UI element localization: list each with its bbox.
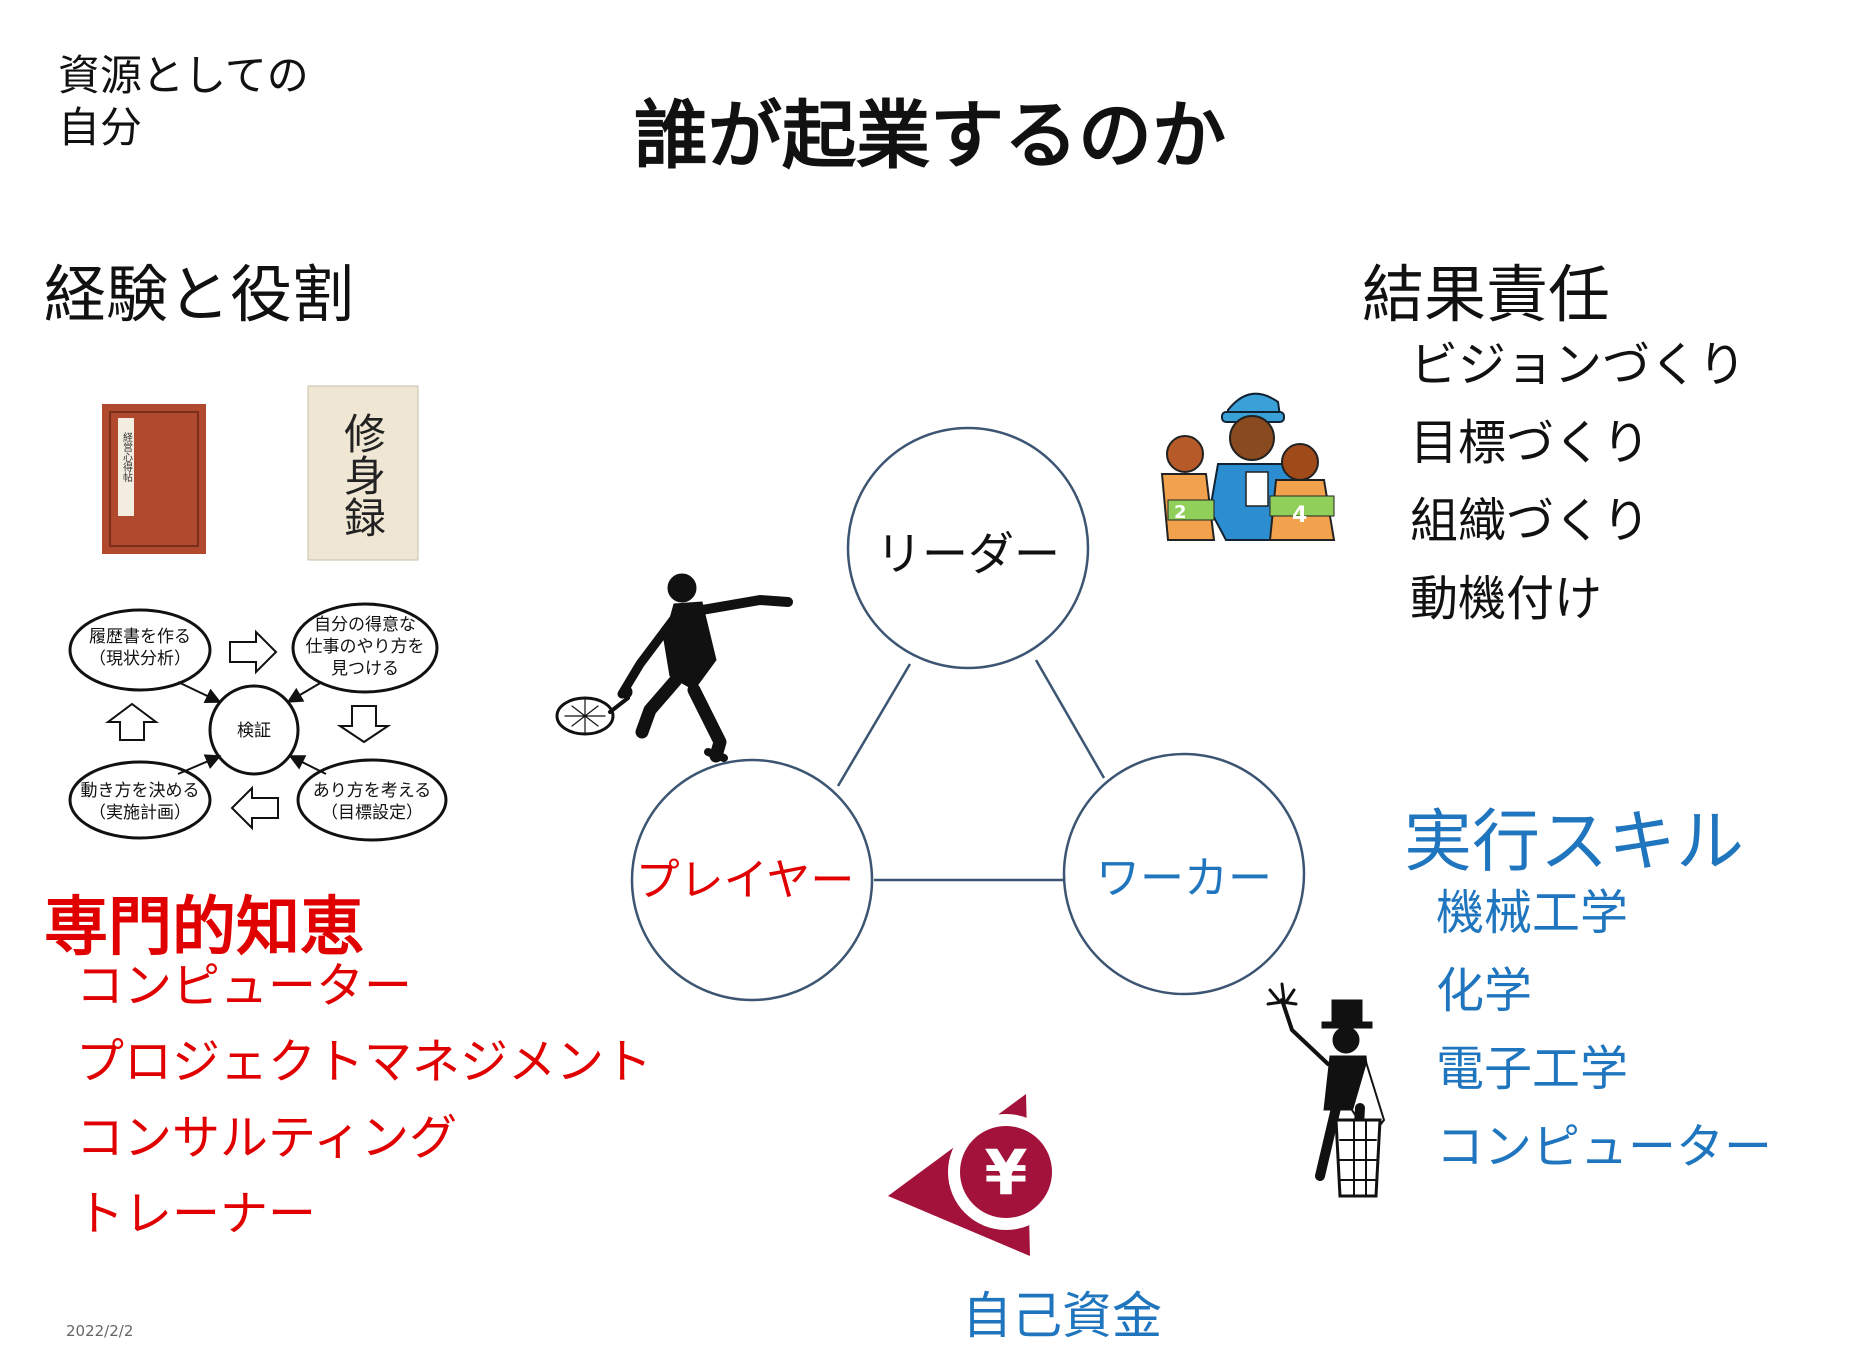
responsibility-list: ビジョンづくり 目標づくり 組織づくり 動機付け <box>1410 326 1746 638</box>
cycle-node-text: 検証 <box>237 721 271 741</box>
list-item: 化学 <box>1436 963 1533 1019</box>
player-label: プレイヤー <box>636 855 855 906</box>
cycle-block-arrow-up <box>105 702 159 741</box>
cycle-arrow <box>286 681 323 703</box>
chimney-sweep-icon <box>1266 982 1386 1198</box>
yen-symbol: ¥ <box>984 1136 1027 1209</box>
corner-label-line: 自分 <box>58 103 143 152</box>
list-item: 電子工学 <box>1436 1041 1629 1097</box>
cycle-node-bottom-left <box>68 760 212 840</box>
slide-date: 2022/2/2 <box>66 1322 134 1340</box>
self-analysis-cycle: 履歴書を作る （現状分析） 自分の得意な 仕事のやり方を 見つける 検証 動き方… <box>68 602 448 842</box>
jersey-number: 2 <box>1174 502 1187 523</box>
cycle-arrow <box>288 755 327 775</box>
list-item: ビジョンづくり <box>1410 337 1747 393</box>
experience-heading: 経験と役割 <box>44 258 355 331</box>
tennis-player-icon <box>555 573 793 763</box>
worker-circle <box>1062 752 1306 996</box>
skills-list: 機械工学 化学 電子工学 コンピューター <box>1436 874 1772 1186</box>
list-item: コンピューター <box>76 958 413 1014</box>
yen-badge-icon: ¥ <box>888 1094 1064 1256</box>
self-funds-label: 自己資金 <box>962 1287 1162 1345</box>
list-item: プロジェクトマネジメント <box>76 1034 653 1090</box>
list-item: 目標づくり <box>1410 415 1651 471</box>
coach-team-icon: 2 4 <box>1160 392 1336 541</box>
expertise-heading: 専門的知恵 <box>44 891 364 965</box>
cycle-block-arrow-down <box>336 705 392 744</box>
cycle-arrow <box>177 681 222 704</box>
list-item: コンサルティング <box>76 1110 458 1166</box>
cycle-node-text: あり方を考える <box>313 781 432 801</box>
role-triangle: リーダー プレイヤー ワーカー <box>630 426 1306 1002</box>
cycle-block-arrow-right <box>229 629 278 675</box>
list-item: 機械工学 <box>1436 885 1629 941</box>
book-cover-right: 修身録 <box>307 385 419 561</box>
worker-label: ワーカー <box>1096 853 1272 904</box>
cycle-node-bottom-right <box>296 758 448 842</box>
player-circle <box>630 758 874 1002</box>
list-item: 動機付け <box>1410 571 1603 627</box>
cycle-arrow <box>177 754 222 775</box>
skills-heading: 実行スキル <box>1404 803 1745 882</box>
list-item: トレーナー <box>76 1186 317 1242</box>
triangle-edge <box>1034 659 1106 779</box>
responsibility-heading: 結果責任 <box>1362 258 1611 331</box>
leader-circle <box>846 426 1090 670</box>
jersey-number: 4 <box>1292 503 1307 528</box>
cycle-node-text: 自分の得意な <box>314 615 416 635</box>
triangle-edge <box>836 663 912 787</box>
corner-label-line: 資源としての <box>58 51 309 100</box>
expertise-list: コンピューター プロジェクトマネジメント コンサルティング トレーナー <box>76 948 652 1252</box>
cycle-node-text: 履歴書を作る <box>89 627 191 647</box>
cycle-node-text: （実施計画） <box>89 803 191 823</box>
cycle-node-center <box>208 684 300 776</box>
list-item: 組織づくり <box>1410 493 1651 549</box>
cycle-node-top-right <box>291 602 439 694</box>
book-cover-right-text: 修身録 <box>338 412 387 538</box>
cycle-node-text: 見つける <box>331 659 399 679</box>
cycle-node-text: 仕事のやり方を <box>306 637 425 657</box>
page-title: 誰が起業するのか <box>634 93 1226 179</box>
leader-label: リーダー <box>876 527 1060 581</box>
list-item: コンピューター <box>1436 1119 1773 1175</box>
book-cover-left-text: 経営心得帖 <box>121 431 133 483</box>
cycle-block-arrow-left <box>230 785 279 831</box>
cycle-node-top-left <box>68 608 212 692</box>
cycle-node-text: （目標設定） <box>321 803 423 823</box>
cycle-node-text: （現状分析） <box>89 649 191 669</box>
corner-label: 資源としての 自分 <box>58 50 309 154</box>
book-cover-left: 経営心得帖 <box>102 404 206 554</box>
cycle-node-text: 動き方を決める <box>81 781 200 801</box>
